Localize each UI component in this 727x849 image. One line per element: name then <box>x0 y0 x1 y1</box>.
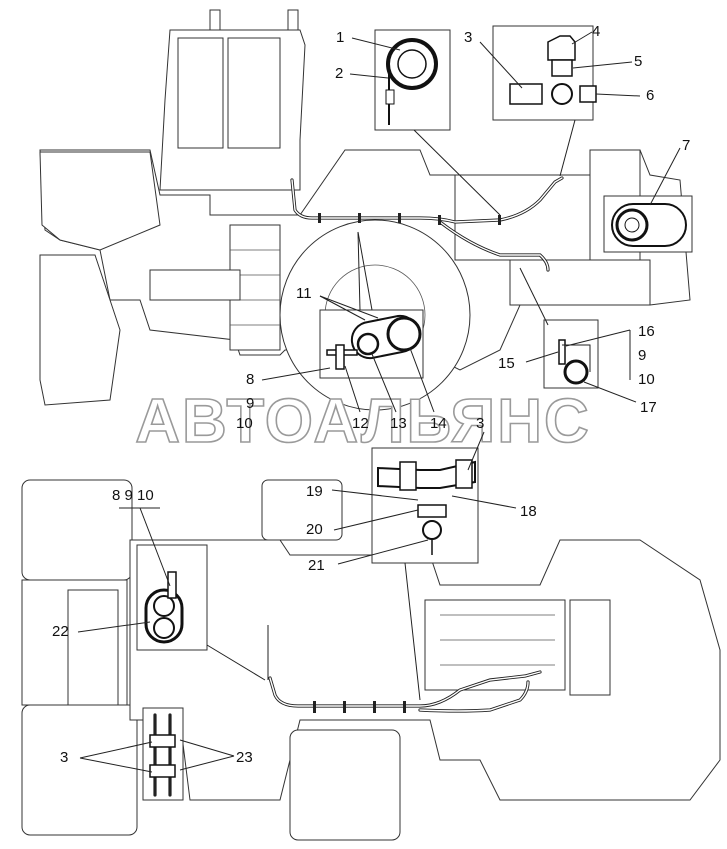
front-wheel-right <box>21 704 138 836</box>
callout-9b: 9 <box>638 347 646 364</box>
callout-6: 6 <box>646 87 654 104</box>
callout-17: 17 <box>640 399 657 416</box>
cab-window <box>227 37 281 149</box>
callout-3: 3 <box>464 29 472 46</box>
callout-labels: 1 2 3 4 5 6 7 11 8 9 10 12 13 14 15 16 9… <box>52 23 690 766</box>
valve-21 <box>422 520 442 540</box>
callout-20: 20 <box>306 521 323 538</box>
callout-4: 4 <box>592 23 600 40</box>
cab-lamp <box>209 9 221 31</box>
radiator-top <box>569 599 611 696</box>
callout-13: 13 <box>390 415 407 432</box>
callout-21: 21 <box>308 557 325 574</box>
callout-15: 15 <box>498 355 515 372</box>
bucket-front <box>39 254 121 406</box>
engine-lower <box>509 259 651 306</box>
callout-3b: 3 <box>476 415 484 432</box>
callout-10b: 10 <box>638 371 655 388</box>
engine-top <box>424 599 566 691</box>
callout-12: 12 <box>352 415 369 432</box>
nut-20 <box>417 504 447 518</box>
clamp-3 <box>509 83 543 105</box>
callout-7: 7 <box>682 137 690 154</box>
callout-23: 23 <box>236 749 253 766</box>
bucket <box>39 151 161 251</box>
clamp-23 <box>149 734 176 748</box>
cab-lamp <box>287 9 299 31</box>
side-view <box>39 9 693 411</box>
callout-8: 8 <box>246 371 254 388</box>
cab-door <box>177 37 224 149</box>
drive-shaft <box>149 269 241 301</box>
hose-17 <box>563 359 589 385</box>
callout-18: 18 <box>520 503 537 520</box>
callout-1: 1 <box>336 29 344 46</box>
callout-9: 9 <box>246 395 254 412</box>
detail-panel-23 <box>142 707 184 801</box>
rear-wheel-top-right <box>289 729 401 841</box>
connector-4 <box>547 35 576 61</box>
callout-19: 19 <box>306 483 323 500</box>
boom-arm <box>67 589 119 706</box>
callout-2: 2 <box>335 65 343 82</box>
nut-5 <box>551 59 573 77</box>
callout-14: 14 <box>430 415 447 432</box>
top-view <box>21 447 721 841</box>
callout-8-9-10: 8 9 10 <box>112 487 154 504</box>
callout-5: 5 <box>634 53 642 70</box>
callout-10: 10 <box>236 415 253 432</box>
rear-wheel-top-left <box>261 479 343 541</box>
callout-22: 22 <box>52 623 69 640</box>
clamp-3-top <box>399 461 417 491</box>
callout-3c: 3 <box>60 749 68 766</box>
callout-leaders <box>77 31 681 773</box>
callout-16: 16 <box>638 323 655 340</box>
watermark-text: АВТОАЛЬЯНС <box>135 387 591 456</box>
fitting-6 <box>579 85 597 103</box>
engine <box>454 174 591 261</box>
callout-11: 11 <box>296 285 312 302</box>
